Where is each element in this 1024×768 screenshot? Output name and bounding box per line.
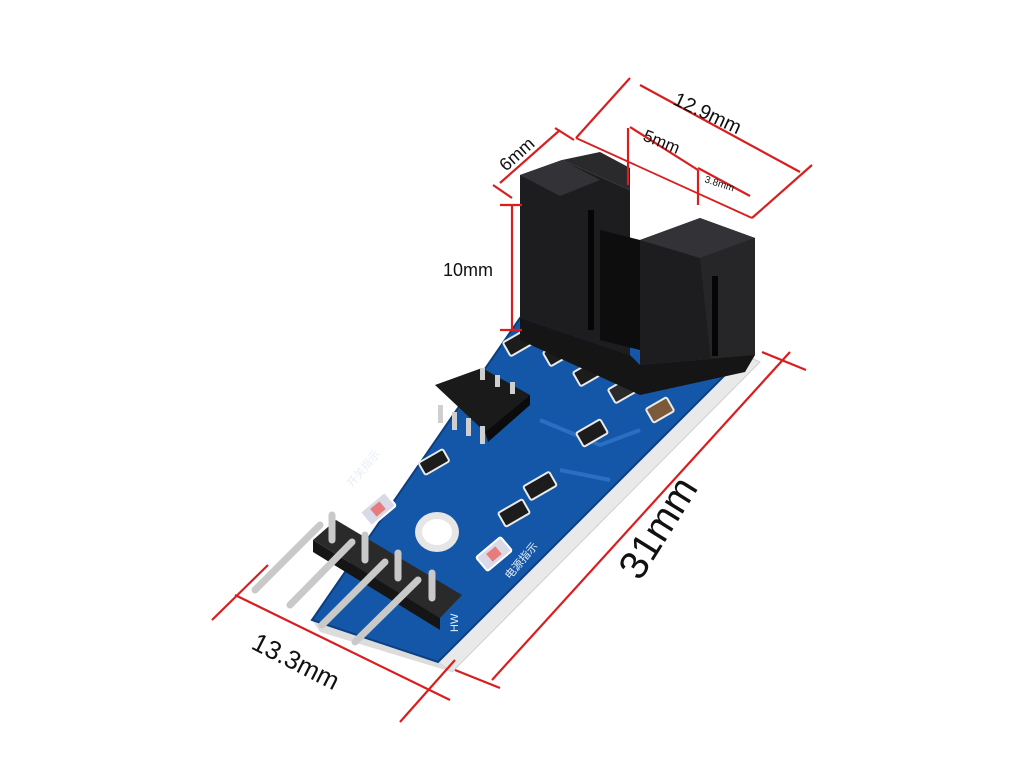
pcb-trace — [539, 418, 641, 448]
silkscreen-pin-mark: HW — [449, 613, 461, 632]
dim-line-arm-width — [697, 167, 751, 197]
pin-header — [251, 511, 462, 646]
label-sensor-height: 10mm — [443, 260, 493, 280]
sensor-slot — [600, 230, 640, 350]
sensor-slit-right — [712, 276, 718, 356]
sensor-slit-left — [588, 210, 594, 330]
header-pins — [251, 511, 436, 646]
label-arm-width: 3.8mm — [703, 174, 735, 194]
label-slot-width: 5mm — [641, 126, 683, 158]
dim-line-board-width — [234, 594, 451, 701]
dim-line-board-length — [491, 351, 791, 681]
label-board-width: 13.3mm — [247, 627, 344, 696]
dim-line-arm-depth — [499, 129, 561, 184]
indicator-led-a — [359, 491, 397, 527]
pcb-trace — [559, 468, 611, 482]
indicator-led-b — [475, 536, 513, 572]
ic-chip — [435, 368, 530, 444]
slot-sensor — [520, 152, 755, 395]
silkscreen-led-a: 开关指示 — [344, 447, 383, 490]
label-total-width: 12.9mm — [670, 89, 745, 139]
pcb-bottom-edge — [312, 620, 452, 672]
mounting-hole — [415, 512, 459, 552]
dim-line-total-width — [639, 84, 801, 173]
dimension-lines — [211, 77, 813, 723]
dim-line-slot-width — [629, 126, 699, 171]
